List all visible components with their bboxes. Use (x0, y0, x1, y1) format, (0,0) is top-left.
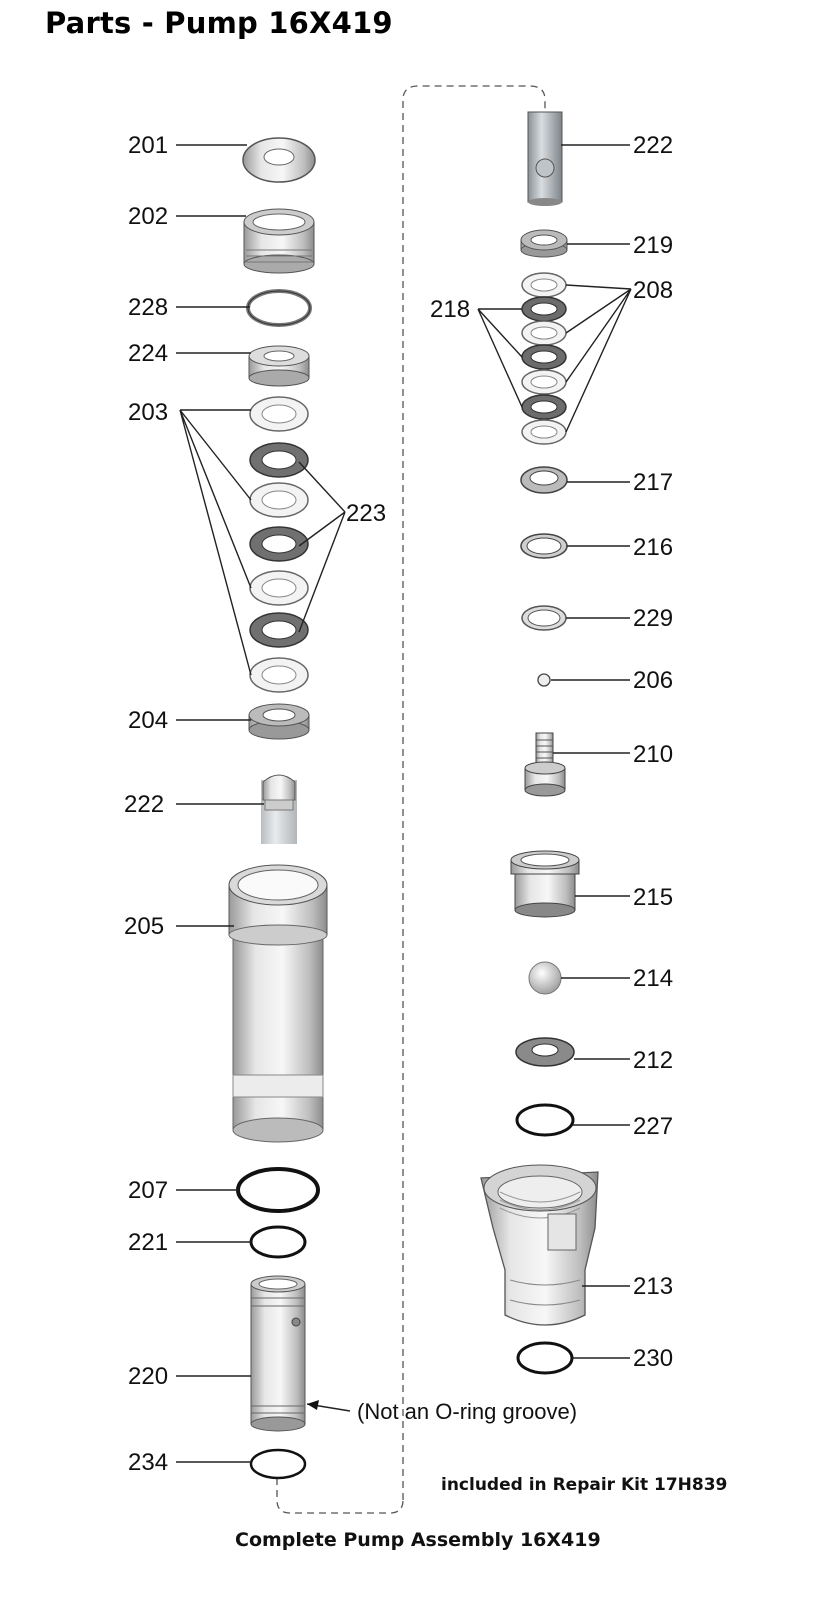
groove-note: (Not an O-ring groove) (357, 1399, 577, 1424)
label-215: 215 (633, 884, 673, 911)
label-219: 219 (633, 232, 673, 259)
part-207-oring (236, 1167, 320, 1213)
label-229: 229 (633, 605, 673, 632)
label-203: 203 (128, 399, 168, 426)
part-215-cage (510, 850, 580, 918)
part-216-ring (520, 533, 568, 559)
label-212: 212 (633, 1047, 673, 1074)
label-208: 208 (633, 277, 673, 304)
part-230-oring (516, 1341, 574, 1375)
leader-lines (176, 144, 632, 1463)
label-222-left: 222 (124, 791, 164, 818)
part-224-adapter (248, 345, 310, 387)
repair-kit-note: included in Repair Kit 17H839 (441, 1475, 727, 1495)
part-212-seat (515, 1037, 575, 1067)
label-205: 205 (124, 913, 164, 940)
label-228: 228 (128, 294, 168, 321)
assembly-dashed-outline (276, 85, 546, 1514)
part-219-bearing (520, 229, 568, 258)
label-201: 201 (128, 132, 168, 159)
part-227-oring (515, 1103, 575, 1137)
part-201-washer (242, 137, 316, 183)
assembly-caption: Complete Pump Assembly 16X419 (235, 1529, 601, 1551)
label-224: 224 (128, 340, 168, 367)
part-222-rod-left (261, 774, 297, 844)
packing-stack-left (249, 396, 309, 693)
label-213: 213 (633, 1273, 673, 1300)
part-229-ring (521, 605, 567, 631)
label-216: 216 (633, 534, 673, 561)
part-202-nut (243, 208, 315, 274)
label-223: 223 (346, 500, 386, 527)
label-230: 230 (633, 1345, 673, 1372)
part-214-ball (528, 961, 562, 995)
part-204-bearing (248, 703, 310, 740)
label-227: 227 (633, 1113, 673, 1140)
label-206: 206 (633, 667, 673, 694)
part-206-ball (537, 673, 551, 687)
part-213-intake-housing (480, 1164, 599, 1326)
part-220-sleeve (250, 1275, 306, 1432)
label-214: 214 (633, 965, 673, 992)
part-221-oring (249, 1225, 307, 1259)
label-204: 204 (128, 707, 168, 734)
page-title: Parts - Pump 16X419 (45, 6, 393, 40)
part-210-valve (524, 732, 566, 797)
label-221: 221 (128, 1229, 168, 1256)
part-222-rod-right (527, 111, 563, 206)
label-202: 202 (128, 203, 168, 230)
part-228-ring (246, 289, 312, 327)
label-218: 218 (430, 296, 470, 323)
label-234: 234 (128, 1449, 168, 1476)
label-222-right: 222 (633, 132, 673, 159)
part-217-bearing (520, 466, 568, 494)
part-205-cylinder (228, 864, 328, 1143)
label-220: 220 (128, 1363, 168, 1390)
packing-stack-right (521, 272, 567, 445)
label-210: 210 (633, 741, 673, 768)
label-217: 217 (633, 469, 673, 496)
label-207: 207 (128, 1177, 168, 1204)
part-234-oring (249, 1448, 307, 1480)
